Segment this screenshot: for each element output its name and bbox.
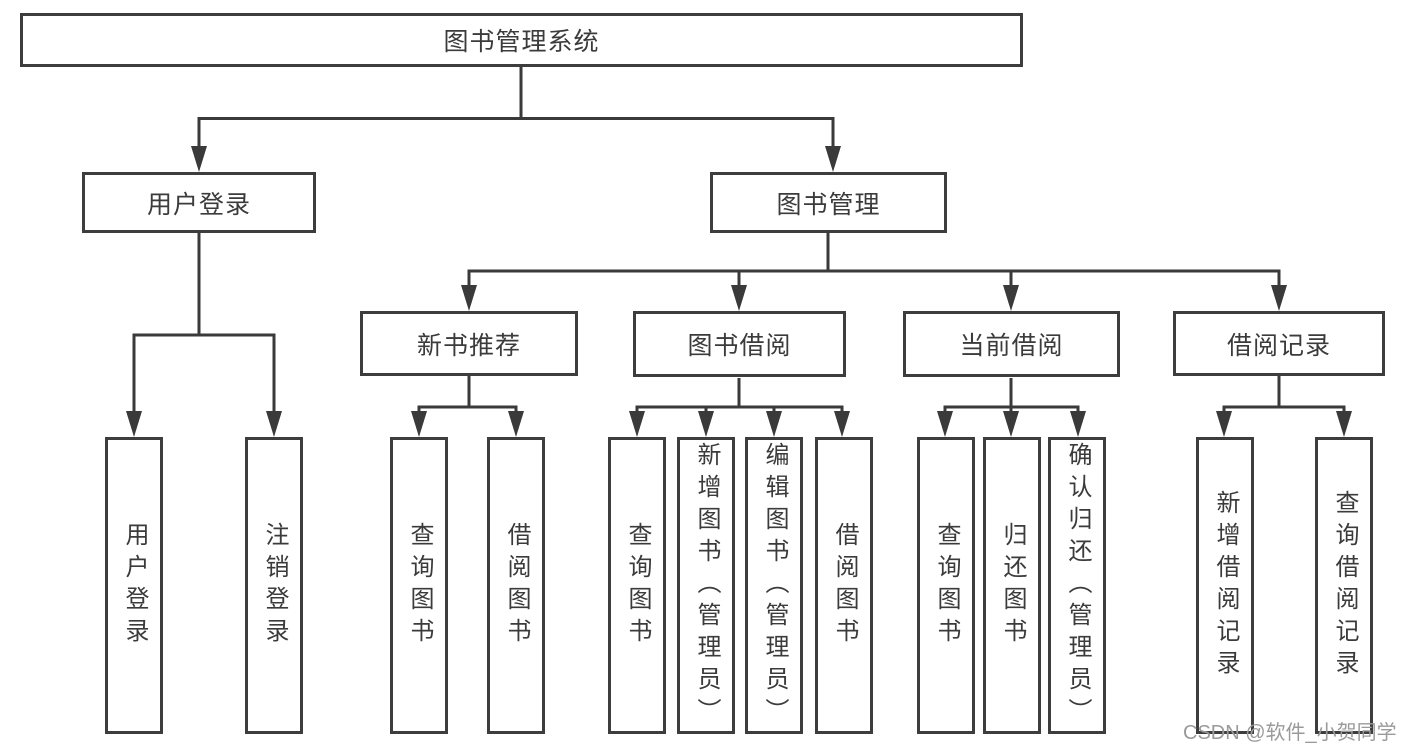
arrow-icon bbox=[937, 411, 953, 437]
leaf-borrow-books-recommend: 借阅图书 bbox=[487, 437, 545, 734]
watermark: CSDN @软件_小贺同学 bbox=[1183, 722, 1397, 744]
node-label: 确认归还（管理员） bbox=[1064, 441, 1091, 730]
node-label: 新书推荐 bbox=[416, 331, 521, 360]
node-new-book-recommendation: 新书推荐 bbox=[360, 311, 578, 376]
leaf-user-login: 用户登录 bbox=[105, 437, 163, 734]
leaf-add-book-admin: 新增图书（管理员） bbox=[677, 437, 735, 734]
node-label: 借阅图书 bbox=[831, 521, 858, 650]
arrow-icon bbox=[825, 146, 841, 172]
node-label: 当前借阅 bbox=[959, 332, 1064, 360]
node-book-management: 图书管理 bbox=[710, 172, 947, 233]
node-label: 新增借阅记录 bbox=[1212, 489, 1239, 682]
node-label: 查询借阅记录 bbox=[1331, 489, 1358, 682]
arrow-icon bbox=[1271, 285, 1287, 311]
arrow-icon bbox=[731, 285, 747, 311]
node-label: 归还图书 bbox=[999, 521, 1026, 650]
node-label: 查询图书 bbox=[406, 521, 433, 650]
leaf-edit-book-admin: 编辑图书（管理员） bbox=[745, 437, 803, 734]
arrow-icon bbox=[629, 411, 645, 437]
node-current-borrowing: 当前借阅 bbox=[903, 311, 1120, 377]
node-label: 编辑图书（管理员） bbox=[761, 441, 788, 730]
node-label: 查询图书 bbox=[933, 521, 960, 650]
arrow-icon bbox=[461, 285, 477, 311]
node-label: 用户登录 bbox=[121, 521, 148, 650]
node-library-system: 图书管理系统 bbox=[20, 13, 1023, 67]
node-label: 注销登录 bbox=[261, 521, 288, 650]
node-user-login: 用户登录 bbox=[82, 172, 316, 233]
node-label: 图书借阅 bbox=[687, 332, 792, 360]
arrow-icon bbox=[834, 411, 850, 437]
leaf-logout: 注销登录 bbox=[245, 437, 303, 734]
arrow-icon bbox=[766, 411, 782, 437]
node-book-borrowing: 图书借阅 bbox=[633, 311, 846, 377]
leaf-query-books-recommend: 查询图书 bbox=[390, 437, 448, 734]
arrow-icon bbox=[1070, 411, 1086, 437]
arrow-icon bbox=[191, 146, 207, 172]
arrow-icon bbox=[266, 411, 282, 437]
node-label: 查询图书 bbox=[624, 521, 651, 650]
arrow-icon bbox=[126, 411, 142, 437]
node-label: 借阅图书 bbox=[503, 521, 530, 650]
leaf-borrow-books: 借阅图书 bbox=[815, 437, 873, 734]
node-label: 图书管理 bbox=[776, 190, 881, 219]
node-label: 图书管理系统 bbox=[443, 28, 600, 56]
arrow-icon bbox=[1336, 411, 1352, 437]
node-label: 新增图书（管理员） bbox=[693, 441, 720, 730]
arrow-icon bbox=[1003, 285, 1019, 311]
node-label: 用户登录 bbox=[146, 190, 251, 219]
leaf-return-books: 归还图书 bbox=[983, 437, 1041, 734]
leaf-query-borrow-record: 查询借阅记录 bbox=[1315, 437, 1373, 734]
leaf-add-borrow-record: 新增借阅记录 bbox=[1196, 437, 1254, 734]
arrow-icon bbox=[1216, 411, 1232, 437]
node-borrowing-records: 借阅记录 bbox=[1173, 311, 1385, 376]
leaf-confirm-return-admin: 确认归还（管理员） bbox=[1048, 437, 1106, 734]
arrow-icon bbox=[698, 411, 714, 437]
leaf-query-books-current: 查询图书 bbox=[917, 437, 975, 734]
arrow-icon bbox=[1003, 411, 1019, 437]
arrow-icon bbox=[411, 411, 427, 437]
leaf-query-books-borrow: 查询图书 bbox=[608, 437, 666, 734]
arrow-icon bbox=[508, 411, 524, 437]
node-label: 借阅记录 bbox=[1226, 331, 1331, 360]
